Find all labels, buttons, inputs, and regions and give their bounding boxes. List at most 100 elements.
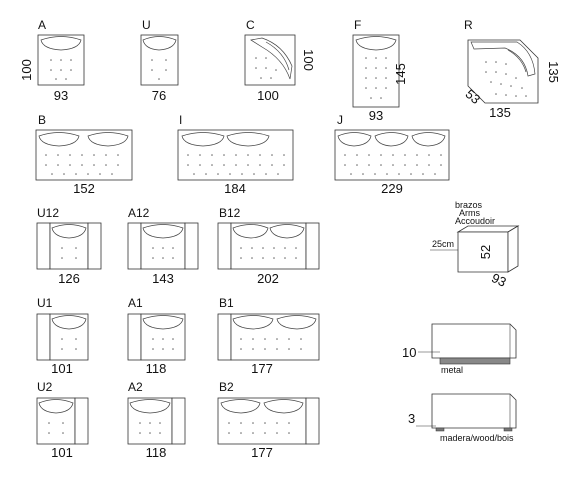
metal-label: metal: [441, 365, 463, 375]
metal-base-detail: 10 metal: [402, 323, 517, 375]
back-cushion: [142, 315, 184, 330]
seat-tufting: [365, 57, 387, 99]
back-cushion: [226, 132, 270, 147]
arm-depth-label: 93: [489, 270, 508, 290]
module-J: J 229: [334, 113, 450, 196]
arm-left: [217, 313, 232, 361]
module-B1: B1 177: [217, 296, 320, 376]
back-cushion: [38, 399, 74, 414]
arm-left: [36, 222, 51, 270]
back-cushion: [411, 132, 446, 147]
module-width: 118: [146, 445, 167, 460]
module-width: 100: [257, 88, 279, 103]
back-cushion: [142, 36, 177, 51]
arm-right: [305, 397, 320, 445]
module-code: U2: [37, 380, 53, 394]
module-A12: A12 143: [127, 206, 199, 286]
module-code: R: [464, 18, 473, 32]
wood-base-foot: [503, 427, 513, 432]
module-depth: 145: [393, 63, 408, 85]
module-width: 118: [146, 361, 167, 376]
module-U2: U2 101: [36, 380, 89, 460]
module-width: 101: [51, 445, 73, 460]
module-A: A 100 93: [19, 18, 85, 103]
seat-tufting: [139, 422, 161, 434]
back-cushion: [51, 315, 87, 330]
module-code: B12: [219, 206, 241, 220]
module-code: J: [337, 113, 343, 127]
back-cushion: [355, 36, 397, 51]
module-width: 177: [251, 445, 273, 460]
back-cushion: [87, 132, 129, 147]
module-width: 152: [73, 181, 95, 196]
back-cushion: [374, 132, 409, 147]
back-cushion: [232, 224, 269, 239]
module-width: 135: [489, 105, 511, 120]
seat-tufting: [485, 61, 527, 97]
seat-tufting: [228, 422, 290, 434]
module-code: F: [354, 18, 361, 32]
module-code: U12: [37, 206, 59, 220]
module-width: 229: [381, 181, 403, 196]
arm-left: [127, 222, 142, 270]
module-B12: B12 202: [217, 206, 320, 286]
back-cushion: [142, 224, 184, 239]
module-depth: 135: [546, 61, 561, 83]
back-cushion: [263, 399, 304, 414]
seat-tufting: [48, 422, 64, 434]
module-width: 202: [257, 271, 279, 286]
back-cushion: [38, 132, 80, 147]
module-width: 184: [224, 181, 246, 196]
arms-title-en: Arms: [459, 208, 480, 218]
arm-right: [305, 222, 320, 270]
module-depth: 100: [19, 59, 34, 81]
arm-left: [127, 313, 142, 361]
back-cushion: [181, 132, 225, 147]
seat-tufting: [344, 154, 442, 175]
module-U1: U1 101: [36, 296, 89, 376]
module-R: R 135 53 135: [463, 18, 561, 120]
back-cushion: [269, 224, 305, 239]
module-code: I: [179, 113, 182, 127]
seat-tufting: [61, 338, 77, 350]
seat-tufting: [152, 338, 174, 350]
module-I: I 184: [177, 113, 294, 196]
back-cushion: [51, 224, 87, 239]
arm-right: [87, 222, 102, 270]
module-code: A: [38, 18, 46, 32]
metal-base-body: [431, 323, 517, 359]
seat-tufting: [152, 247, 174, 259]
wood-base-foot: [435, 427, 445, 432]
arms-title-fr: Accoudoir: [455, 216, 495, 226]
module-code: C: [246, 18, 255, 32]
back-cushion: [129, 399, 171, 414]
module-code: U1: [37, 296, 53, 310]
seat-tufting: [187, 154, 285, 175]
module-U12: U12 126: [36, 206, 102, 286]
back-cushion: [40, 36, 82, 51]
back-cushion: [470, 41, 536, 77]
seat-tufting: [61, 247, 77, 259]
back-cushion: [276, 315, 317, 330]
module-depth: 100: [301, 49, 316, 71]
arms-detail: brazos Arms Accoudoir 25cm 52 93: [430, 200, 520, 290]
module-code: B: [38, 113, 46, 127]
arm-right: [184, 222, 199, 270]
cushion-seam: [507, 49, 527, 73]
module-F: F 145 93: [352, 18, 408, 123]
arm-side-face: [507, 225, 519, 273]
module-width: 76: [152, 88, 166, 103]
module-code: U: [142, 18, 151, 32]
module-A2: A2 118: [127, 380, 186, 460]
wood-height: 3: [408, 411, 415, 426]
arm-left: [36, 313, 51, 361]
module-B2: B2 177: [217, 380, 320, 460]
seat-tufting: [255, 57, 277, 79]
arm-right: [171, 397, 186, 445]
module-code: A12: [128, 206, 150, 220]
back-cushion: [220, 399, 261, 414]
module-code: B2: [219, 380, 234, 394]
module-width: 177: [251, 361, 273, 376]
arms-title-es: brazos: [455, 200, 483, 210]
